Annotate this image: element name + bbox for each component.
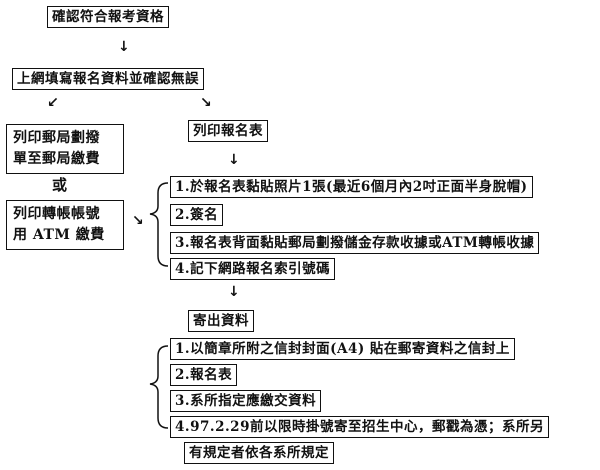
step-text-1: 1.於報名表黏貼照片1張(最近6個月內2吋正面半身脫帽)	[175, 179, 528, 195]
mail-step-continuation-text: 有規定者依各系所規定	[189, 445, 329, 461]
arrow-right-icon: ↘	[132, 213, 144, 229]
print-form-text: 列印報名表	[193, 123, 263, 139]
step-box-1: 1.於報名表黏貼照片1張(最近6個月內2吋正面半身脫帽)	[170, 176, 533, 198]
mail-text: 寄出資料	[193, 313, 249, 329]
mail-step-box-2: 2.報名表	[170, 364, 238, 386]
step-box-3: 3.報名表背面黏貼郵局劃撥儲金存款收據或ATM轉帳收據	[170, 232, 540, 254]
verify-eligibility-box: 確認符合報考資格	[47, 6, 169, 28]
mail-step-continuation-box: 有規定者依各系所規定	[184, 442, 334, 464]
atm-box: 列印轉帳帳號 用 ATM 繳費	[6, 200, 124, 250]
mail-step-text-4: 4.97.2.29前以限時掛號寄至招生中心，郵戳為憑；系所另	[175, 419, 544, 435]
mail-step-box-1: 1.以簡章所附之信封封面(A4) 貼在郵寄資料之信封上	[170, 338, 515, 360]
mail-step-text-2: 2.報名表	[175, 367, 233, 383]
mail-step-text-3: 3.系所指定應繳交資料	[175, 393, 317, 409]
arrow-down-icon: ↓	[118, 39, 130, 55]
mail-step-box-3: 3.系所指定應繳交資料	[170, 390, 322, 412]
post-order-line-1: 列印郵局劃撥	[13, 130, 100, 146]
mail-step-box-4: 4.97.2.29前以限時掛號寄至招生中心，郵戳為憑；系所另	[170, 416, 549, 438]
atm-line-2: 用 ATM 繳費	[13, 227, 105, 243]
or-label: 或	[52, 176, 68, 194]
step-box-4: 4.記下網路報名索引號碼	[170, 258, 336, 280]
mail-step-text-1: 1.以簡章所附之信封封面(A4) 貼在郵寄資料之信封上	[175, 341, 510, 357]
step-box-2: 2.簽名	[170, 204, 224, 226]
mail-box: 寄出資料	[188, 310, 254, 332]
arrow-down-icon: ↓	[228, 284, 240, 300]
print-form-box: 列印報名表	[188, 120, 268, 142]
atm-line-1: 列印轉帳帳號	[13, 206, 100, 222]
post-order-line-2: 單至郵局繳費	[13, 151, 100, 167]
verify-eligibility-text: 確認符合報考資格	[52, 9, 164, 25]
steps-bracket	[149, 182, 169, 267]
step-text-3: 3.報名表背面黏貼郵局劃撥儲金存款收據或ATM轉帳收據	[175, 235, 535, 251]
online-fill-box: 上網填寫報名資料並確認無誤	[12, 68, 204, 90]
post-order-box: 列印郵局劃撥 單至郵局繳費	[6, 124, 124, 174]
arrow-down-icon: ↓	[228, 152, 240, 168]
step-text-2: 2.簽名	[175, 207, 219, 223]
online-fill-text: 上網填寫報名資料並確認無誤	[17, 71, 199, 87]
arrow-down-left-icon: ↙	[47, 95, 59, 111]
mail-bracket	[149, 345, 169, 429]
arrow-down-right-icon: ↘	[200, 95, 212, 111]
step-text-4: 4.記下網路報名索引號碼	[175, 261, 331, 277]
